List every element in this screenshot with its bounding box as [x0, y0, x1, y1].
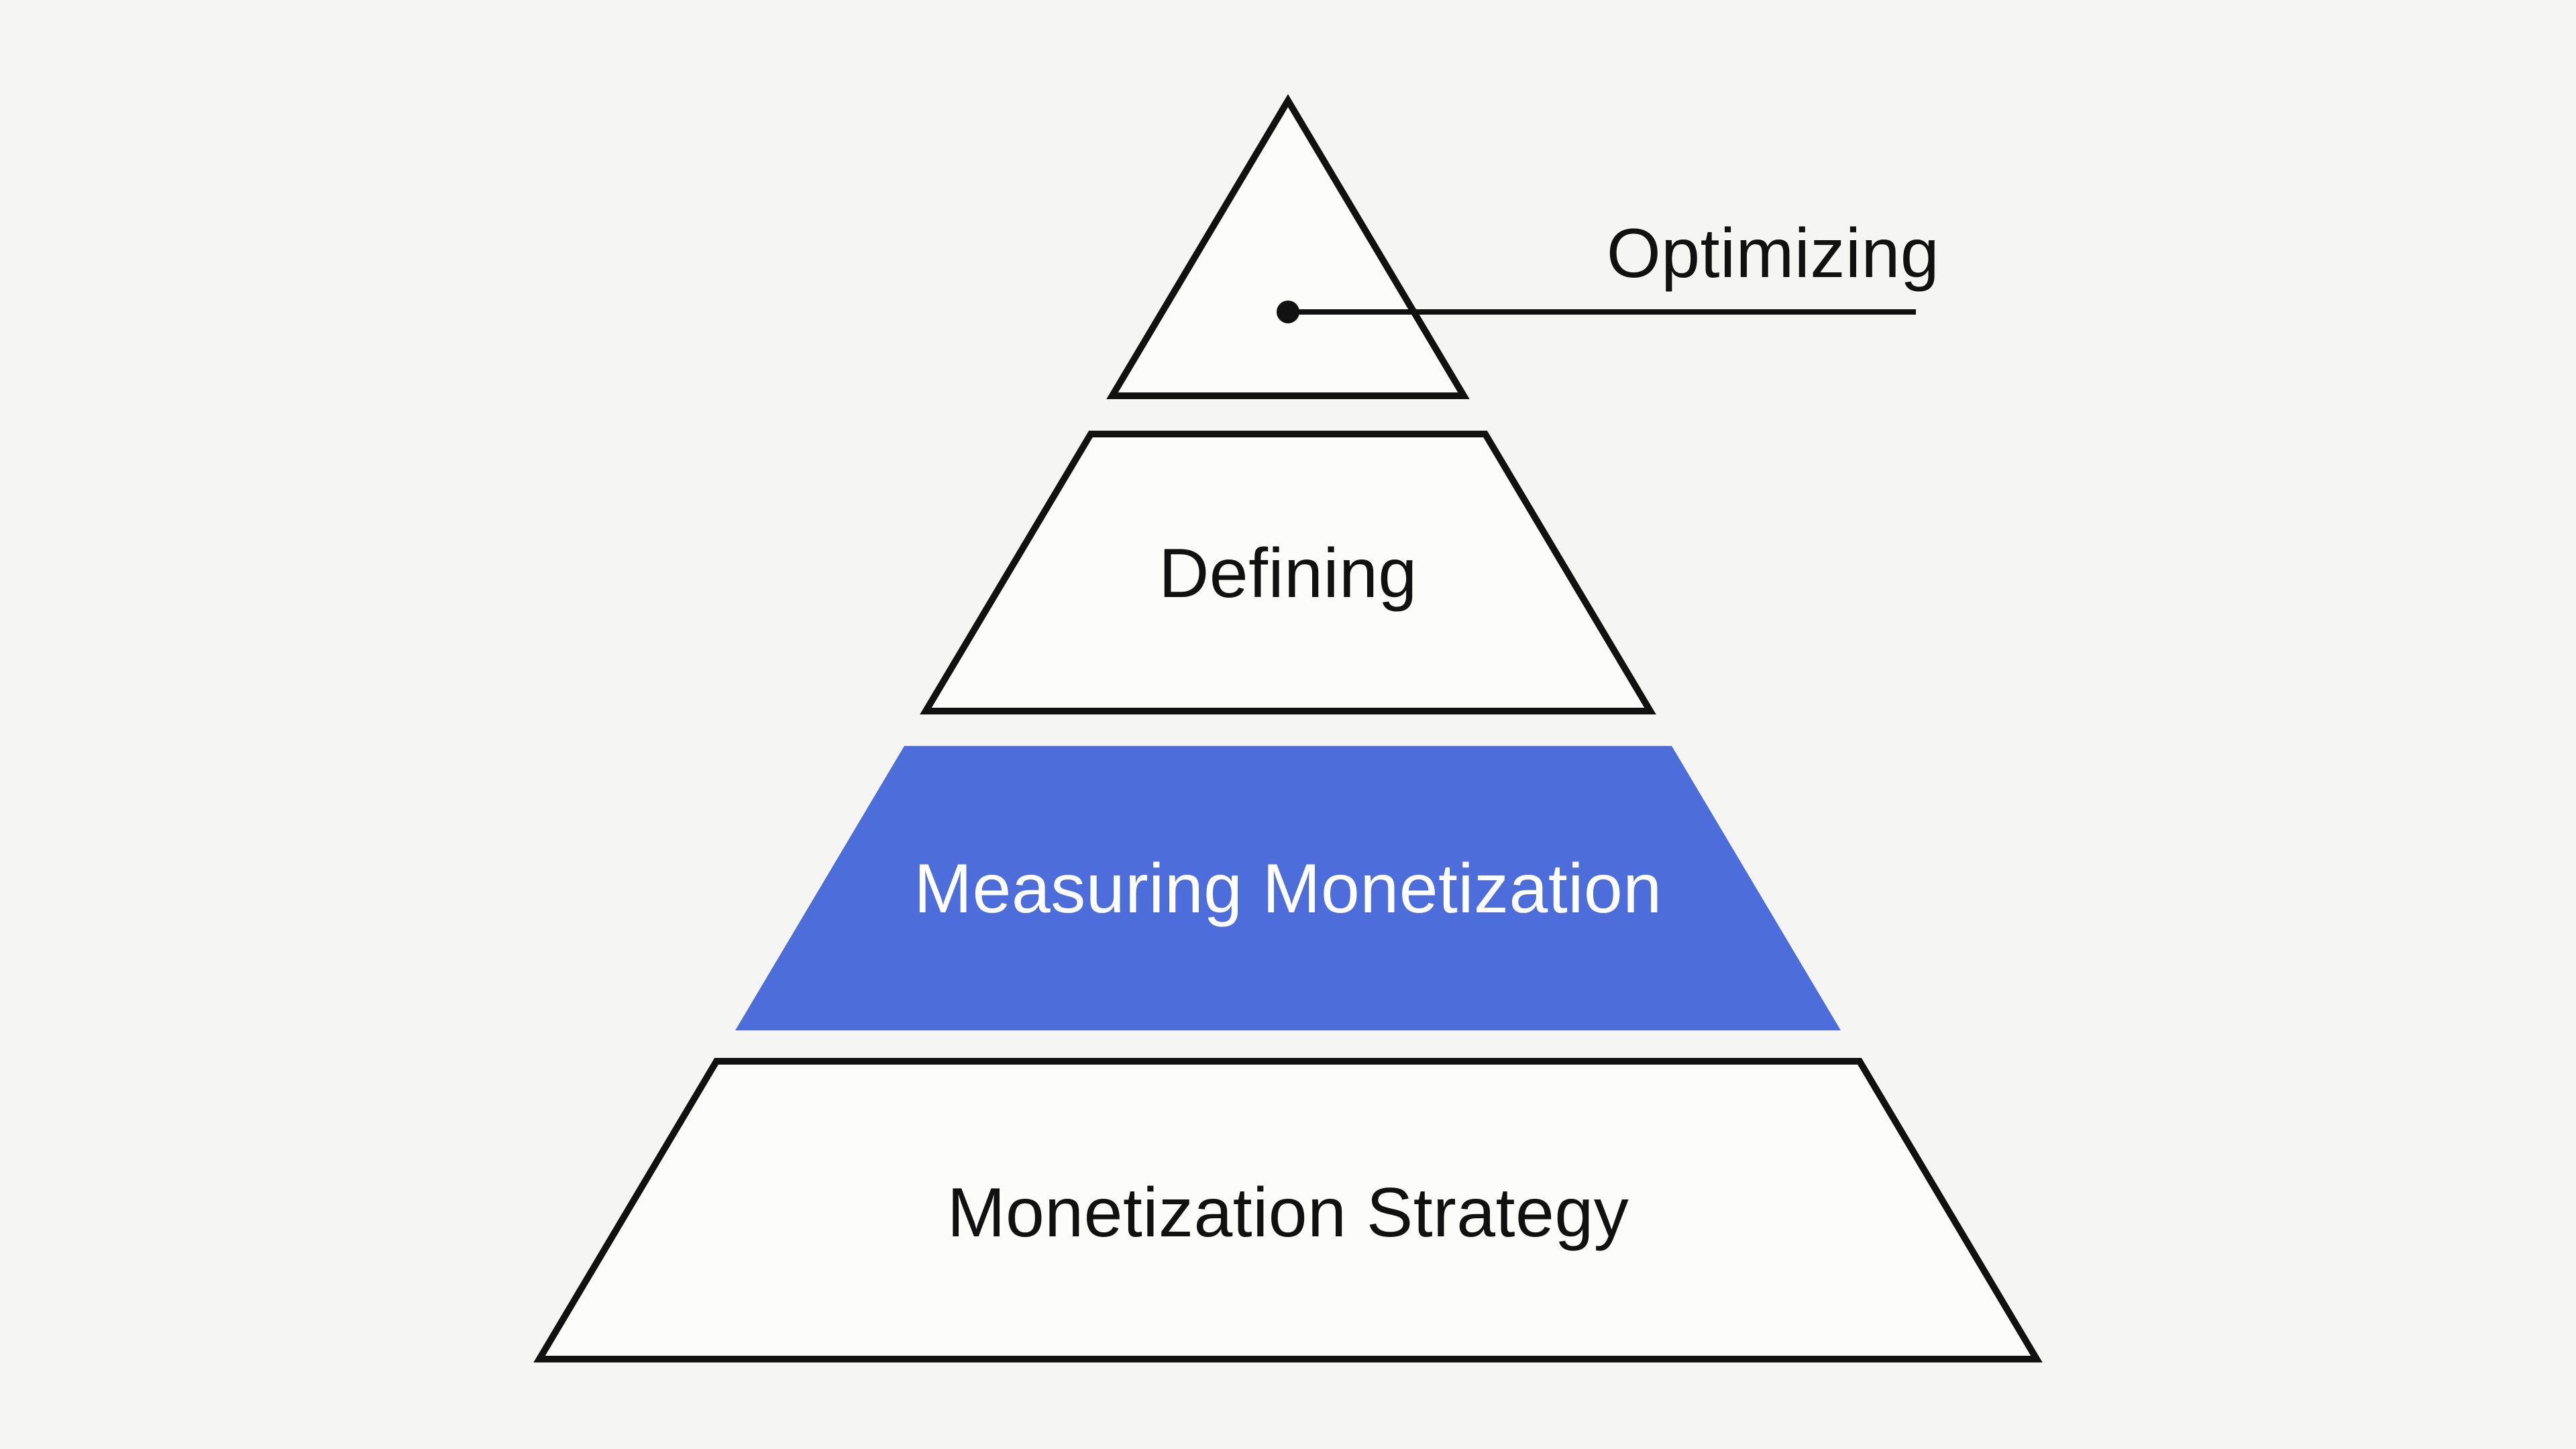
pyramid-level-monetization-strategy [533, 1058, 2043, 1362]
level-label-monetization-strategy: Monetization Strategy [947, 1174, 1629, 1252]
level-label-optimizing: Optimizing [1607, 215, 1939, 292]
callout-dot [1277, 301, 1299, 323]
pyramid-level-optimizing [1106, 94, 1470, 399]
pyramid-level-measuring-monetization [735, 746, 1841, 1030]
pyramid-level-defining [920, 431, 1656, 714]
level-label-measuring-monetization: Measuring Monetization [914, 850, 1662, 928]
level-label-defining: Defining [1159, 535, 1417, 612]
